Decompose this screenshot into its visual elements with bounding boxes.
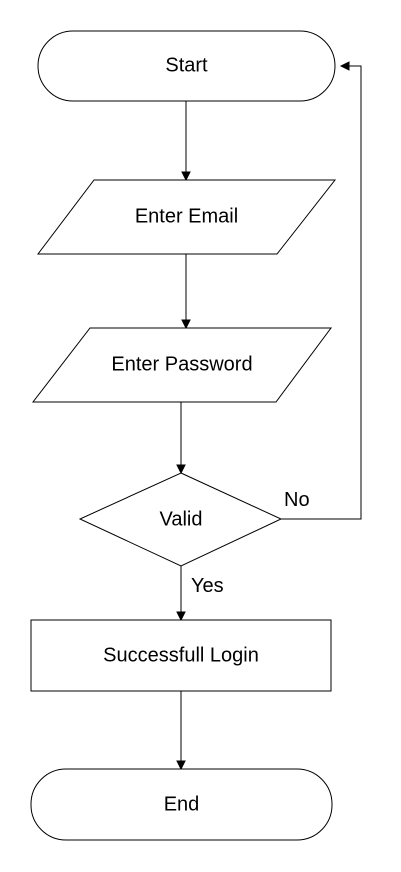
start-terminator-shape — [37, 30, 336, 102]
enter-password-parallelogram — [31, 327, 332, 403]
end-terminator-shape — [30, 768, 333, 841]
node-valid: Valid — [78, 472, 283, 567]
node-enter-password: Enter Password — [31, 327, 332, 403]
node-end: End — [30, 768, 333, 841]
valid-decision-diamond — [78, 472, 283, 567]
arrowhead-password-to-valid — [176, 464, 186, 475]
node-successful-login: Successfull Login — [30, 619, 332, 692]
end-label: End — [164, 793, 200, 815]
successful-login-process-box — [30, 619, 332, 692]
edge-label-no: No — [284, 489, 310, 511]
start-label: Start — [165, 54, 208, 76]
arrowhead-start-to-email — [181, 171, 191, 182]
node-start: Start — [37, 30, 336, 102]
arrowhead-valid-no-loop — [339, 61, 350, 71]
arrowhead-success-to-end — [176, 760, 186, 771]
enter-email-parallelogram — [36, 179, 337, 255]
edge-label-yes: Yes — [191, 575, 224, 597]
valid-label: Valid — [160, 508, 203, 530]
edge-valid-no-loop — [281, 65, 362, 520]
node-enter-email: Enter Email — [36, 179, 337, 255]
enter-email-label: Enter Email — [135, 205, 238, 227]
arrowhead-valid-to-success — [176, 611, 186, 622]
successful-login-label: Successfull Login — [103, 644, 259, 666]
arrowhead-email-to-password — [181, 319, 191, 330]
enter-password-label: Enter Password — [111, 353, 252, 375]
edges — [176, 61, 362, 771]
